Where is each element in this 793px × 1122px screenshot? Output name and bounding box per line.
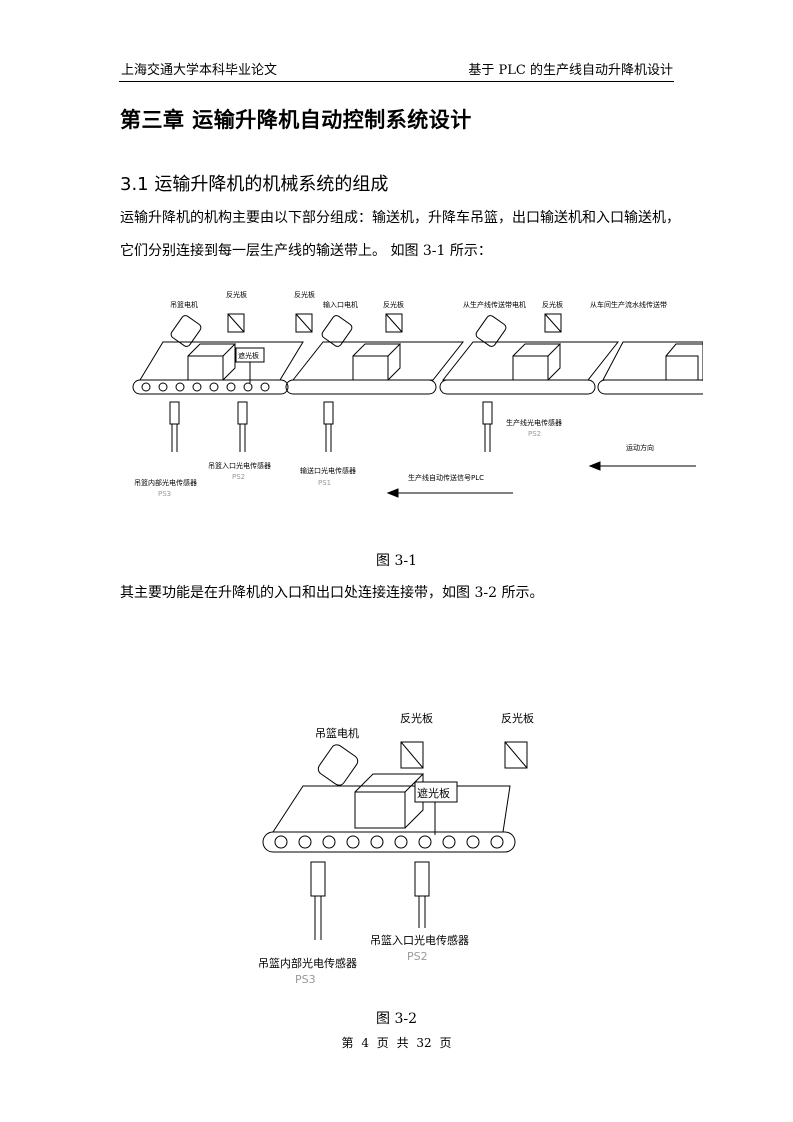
fig2-rollers (274, 835, 504, 849)
section-title: 3.1 运输升降机的机械系统的组成 (120, 174, 389, 195)
basket-box (187, 343, 237, 381)
fig1-label-ps3-id: PS3 (158, 490, 171, 498)
input-conveyor (291, 341, 465, 381)
fig1-label-line-motor: 从生产线传送带电机 (463, 300, 526, 309)
header-divider (119, 81, 674, 82)
fig1-label-reflector-2: 反光板 (294, 290, 315, 299)
fig1-label-signal: 生产线自动传送信号PLC (408, 473, 484, 482)
fig2-label-basket-motor: 吊篮电机 (315, 726, 359, 740)
input-conveyor-belt (285, 379, 437, 395)
fig1-label-direction: 运动方向 (626, 443, 654, 452)
fig2-label-reflector-2: 反光板 (501, 711, 534, 725)
basket-conveyor (139, 341, 304, 381)
fig2-sensor-ps3-shape (310, 861, 326, 940)
line-conveyor-belt-2 (597, 379, 703, 395)
line-motor-shape (475, 315, 507, 347)
fig2-label-ps2-id: PS2 (407, 950, 428, 963)
sensor-ps2-shape (237, 401, 248, 452)
fig2-label-reflector-1: 反光板 (400, 711, 433, 725)
fig2-label-ps3-desc: 吊篮内部光电传感器 (258, 956, 357, 970)
fig1-label-line-conveyor: 从车间生产流水线传送带 (590, 300, 667, 309)
fig2-conveyor-belt (262, 831, 516, 853)
figure-3-2-diagram: 吊篮电机 反光板 反光板 遮光板 吊篮入口光电传感器 PS2 吊篮内部光电传感器… (258, 711, 534, 986)
fig2-reflector-1-shape (400, 741, 424, 769)
fig1-label-ps2-id: PS2 (232, 473, 245, 481)
fig1-label-shade-board: 遮光板 (238, 351, 259, 360)
figure-3-2-caption: 图 3-2 (376, 1011, 417, 1027)
fig2-motor-shape (317, 744, 359, 786)
reflector-1-shape (227, 313, 245, 333)
fig1-label-ps2-desc: 吊篮入口光电传感器 (208, 461, 271, 470)
fig2-box (354, 773, 425, 829)
fig2-sensor-ps2-shape (414, 861, 430, 928)
paragraph-1-line-2: 它们分别连接到每一层生产线的输送带上。 如图 3-1 所示： (120, 243, 492, 259)
paragraph-1-line-1: 运输升降机的机构主要由以下部分组成：输送机，升降车吊篮，出口输送机和入口输送机， (120, 210, 680, 226)
basket-rollers (141, 382, 270, 392)
sensor-ps1-shape (323, 401, 334, 452)
fig2-label-ps3-id: PS3 (295, 973, 316, 986)
fig1-label-ps1-id: PS1 (318, 479, 331, 487)
header-left-title: 上海交通大学本科毕业论文 (121, 63, 278, 78)
line-box-1 (512, 343, 562, 381)
fig1-label-psx-desc: 生产线光电传感器 (506, 418, 562, 427)
line-box-2 (665, 343, 703, 381)
sensor-psx-shape (482, 401, 493, 452)
paragraph-2: 其主要功能是在升降机的入口和出口处连接连接带，如图 3-2 所示。 (120, 585, 544, 601)
fig1-label-psx-id: PS2 (528, 430, 541, 438)
fig2-label-shade-board: 遮光板 (417, 786, 450, 800)
sensor-ps3-shape (169, 401, 180, 452)
fig2-shade-board (414, 781, 458, 803)
reflector-3-shape (385, 313, 403, 333)
figure-3-1-caption: 图 3-1 (376, 553, 417, 569)
figure-3-1-diagram: 吊篮电机 反光板 反光板 输入口电机 反光板 从生产线传送带电机 反光板 从车间… (132, 290, 703, 498)
fig2-conveyor (272, 785, 511, 833)
fig1-label-ps1-desc: 输送口光电传感器 (300, 466, 356, 475)
fig1-label-reflector-3: 反光板 (383, 300, 404, 309)
fig1-label-input-motor: 输入口电机 (323, 300, 358, 309)
fig1-label-basket-motor: 吊篮电机 (170, 300, 198, 309)
reflector-2-shape (295, 313, 313, 333)
basket-motor-shape (170, 315, 202, 347)
fig1-label-reflector-1: 反光板 (226, 290, 247, 299)
fig1-label-reflector-4: 反光板 (542, 300, 563, 309)
input-box (352, 343, 402, 381)
header-right-title: 基于 PLC 的生产线自动升降机设计 (468, 63, 673, 78)
fig2-reflector-2-shape (504, 741, 528, 769)
chapter-title: 第三章 运输升降机自动控制系统设计 (120, 108, 472, 132)
fig1-label-ps3-desc: 吊篮内部光电传感器 (134, 478, 197, 487)
fig2-label-ps2-desc: 吊篮入口光电传感器 (370, 933, 469, 947)
input-motor-shape (321, 315, 353, 347)
line-conveyor-1 (441, 341, 620, 381)
page-footer: 第 4 页 共 32 页 (341, 1036, 452, 1050)
reflector-4-shape (544, 313, 562, 333)
line-conveyor-2 (602, 341, 703, 381)
line-conveyor-belt-1 (439, 379, 596, 395)
